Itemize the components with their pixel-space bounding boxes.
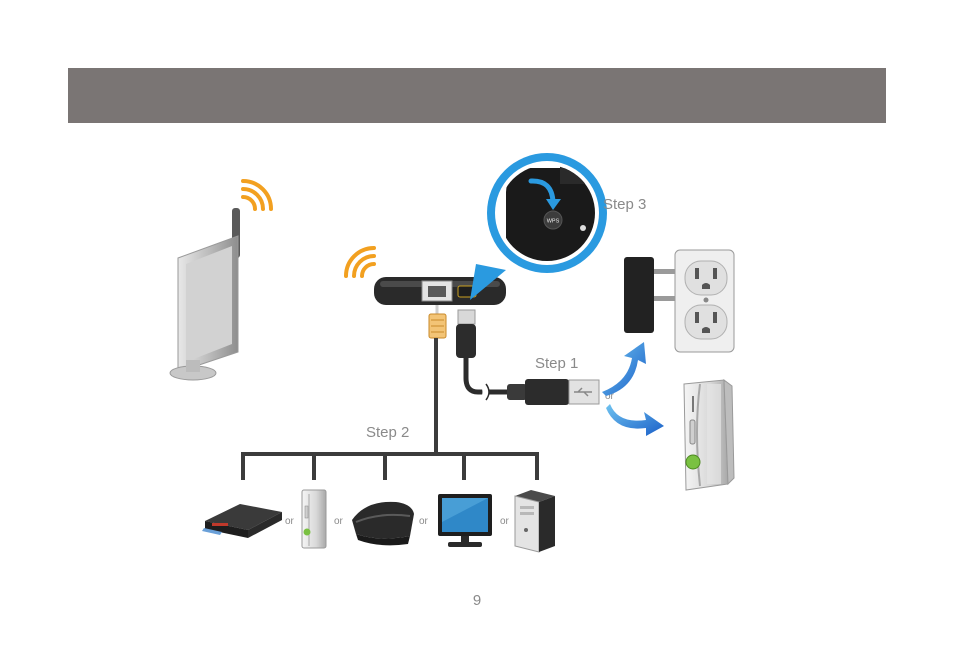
power-adapter-icon [624, 257, 676, 333]
step-3-label: Step 3 [603, 196, 646, 213]
arrow-to-power-adapter [602, 342, 646, 396]
xbox-console-icon [684, 380, 734, 490]
ethernet-port-icon [428, 286, 446, 297]
or-label-3: or [419, 516, 429, 527]
wps-callout: WPS [470, 153, 626, 300]
xbox-console-icon [302, 490, 326, 548]
wifi-signal-icon [243, 181, 271, 209]
or-label-1: or [285, 516, 295, 527]
or-label-4: or [500, 516, 510, 527]
blu-ray-player-icon [202, 504, 282, 538]
television-icon [438, 494, 492, 547]
game-console-icon [352, 502, 414, 546]
step-1-label: Step 1 [535, 355, 578, 372]
wps-label: WPS [547, 219, 560, 225]
wall-outlet-icon [675, 250, 734, 352]
page-number: 9 [0, 592, 954, 609]
usb-plug-icon [507, 379, 599, 405]
desktop-computer-icon [515, 490, 555, 552]
usb-connector-icon [458, 310, 475, 324]
arrow-to-xbox [606, 404, 664, 436]
wireless-router-icon [170, 208, 240, 380]
or-label-2: or [334, 516, 344, 527]
wifi-signal-icon [346, 248, 374, 276]
step-2-label: Step 2 [366, 424, 409, 441]
